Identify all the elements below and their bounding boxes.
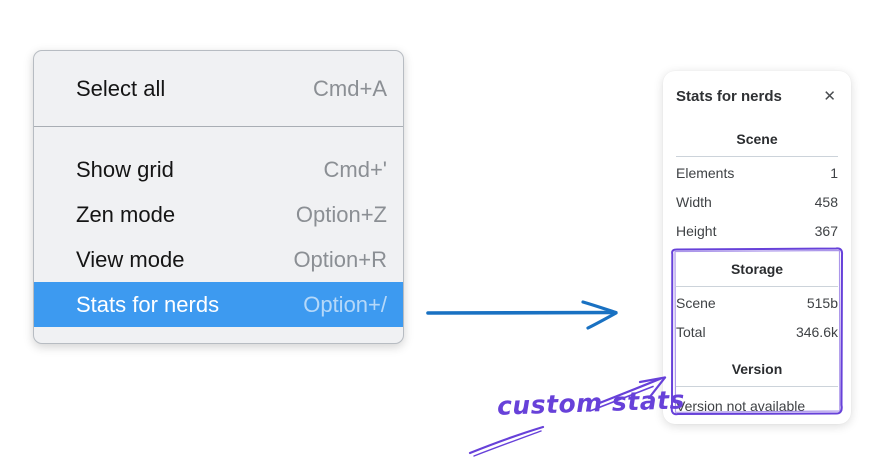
menu-item-shortcut: Option+Z	[295, 201, 387, 227]
menu-section-top: Select all Cmd+A	[34, 51, 403, 126]
menu-item-shortcut: Option+R	[293, 246, 387, 272]
close-icon[interactable]: ✕	[823, 87, 836, 105]
menu-section-bottom: Show grid Cmd+' Zen mode Option+Z View m…	[34, 127, 403, 343]
menu-item-view-mode[interactable]: View mode Option+R	[34, 237, 403, 282]
storage-rows: Scene 515b Total 346.6k	[676, 289, 838, 347]
menu-item-label: Zen mode	[76, 201, 176, 227]
menu-item-label: Show grid	[76, 156, 174, 182]
section-header-storage: Storage	[730, 261, 784, 277]
menu-item-label: View mode	[76, 246, 185, 272]
menu-item-zen-mode[interactable]: Zen mode Option+Z	[34, 192, 403, 237]
stat-label: Total	[676, 324, 706, 340]
scene-rows: Elements 1 Width 458 Height 367	[676, 159, 838, 246]
stat-row-height: Height 367	[676, 217, 838, 246]
stat-value: 1	[830, 165, 838, 181]
annotation-label: custom stats	[496, 385, 686, 421]
context-menu: Select all Cmd+A Show grid Cmd+' Zen mod…	[33, 50, 404, 344]
menu-item-label: Select all	[76, 75, 166, 101]
section-header-scene: Scene	[736, 131, 778, 147]
stat-label: Width	[676, 194, 712, 210]
menu-item-stats-for-nerds[interactable]: Stats for nerds Option+/	[34, 282, 403, 327]
stat-row-width: Width 458	[676, 188, 838, 217]
stat-value: 367	[814, 223, 838, 239]
stat-label: Height	[676, 223, 717, 239]
stat-value: 515b	[806, 295, 838, 311]
stat-label: Scene	[676, 295, 716, 311]
stats-panel-title: Stats for nerds	[676, 87, 782, 105]
menu-separator	[34, 126, 403, 127]
stat-value: 458	[814, 194, 838, 210]
stat-row-elements: Elements 1	[676, 159, 838, 188]
stat-row-scene-size: Scene 515b	[676, 289, 838, 318]
menu-item-show-grid[interactable]: Show grid Cmd+'	[34, 147, 403, 192]
menu-item-shortcut: Option+/	[303, 291, 387, 317]
menu-item-label: Stats for nerds	[76, 291, 220, 317]
section-divider	[676, 386, 838, 387]
stat-label: Elements	[676, 165, 735, 181]
menu-item-shortcut: Cmd+'	[323, 156, 388, 182]
section-divider	[676, 286, 838, 287]
stat-value: 346.6k	[795, 324, 838, 340]
version-note: Version not available	[676, 398, 806, 414]
menu-item-shortcut: Cmd+A	[313, 75, 387, 101]
stats-panel-titlebar: Stats for nerds ✕	[676, 83, 838, 109]
flow-arrow	[426, 300, 618, 330]
stats-panel: Stats for nerds ✕ Scene Elements 1 Width…	[663, 71, 851, 424]
section-header-version: Version	[731, 361, 783, 377]
menu-item-select-all[interactable]: Select all Cmd+A	[34, 51, 403, 126]
section-divider	[676, 156, 838, 157]
stat-row-total-size: Total 346.6k	[676, 318, 838, 347]
